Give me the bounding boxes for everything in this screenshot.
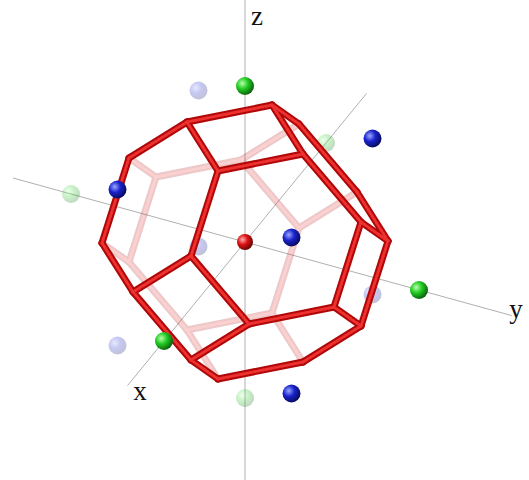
polyhedron-edge — [357, 192, 388, 241]
polyhedron-edge — [133, 256, 191, 292]
polyhedron-edge-texture — [187, 105, 272, 122]
polyhedron-edge — [187, 105, 272, 122]
red-sphere — [237, 234, 253, 250]
polyhedron-edge — [102, 243, 133, 292]
green-sphere — [62, 185, 80, 203]
blue-sphere — [109, 181, 127, 199]
polyhedron-edge-texture — [361, 241, 388, 326]
axis-line — [128, 94, 367, 386]
polyhedron-edge-texture — [272, 105, 299, 124]
polyhedron-edge — [129, 177, 156, 262]
polyhedron-edge — [129, 122, 187, 158]
polyhedron-edge — [191, 171, 218, 256]
axis-label: z — [251, 3, 263, 30]
polyhedron-edge-texture — [334, 307, 361, 326]
polyhedron-edge — [187, 122, 218, 171]
polyhedron-edge-texture — [191, 256, 249, 324]
axes — [13, 0, 512, 480]
polyhedron-edge-texture — [102, 158, 129, 243]
polyhedron-edge — [129, 158, 156, 177]
hidden-edges — [102, 124, 357, 379]
polyhedron-edge-texture — [218, 362, 303, 379]
polyhedron-edge — [272, 105, 299, 124]
polyhedron-edge — [191, 324, 249, 360]
polyhedron-edge — [303, 326, 361, 362]
polyhedron-edge — [249, 307, 334, 324]
polyhedron-edge — [218, 362, 303, 379]
polyhedron-edge-texture — [241, 160, 299, 228]
polyhedron-edge-texture — [191, 171, 218, 256]
polyhedron-edge-texture — [334, 222, 361, 307]
blue-sphere — [109, 337, 127, 355]
green-sphere — [236, 389, 254, 407]
blue-sphere — [283, 229, 301, 247]
polyhedron-edge-texture — [187, 122, 218, 171]
blue-sphere — [283, 385, 301, 403]
polyhedron-edge-texture — [191, 324, 249, 360]
polyhedron-edge-texture — [357, 192, 388, 241]
axis-label: y — [509, 296, 523, 323]
blue-sphere — [364, 130, 382, 148]
polyhedron-edge-texture — [133, 256, 191, 292]
polyhedron-edge-texture — [191, 360, 218, 379]
polyhedron-edge-texture — [129, 158, 156, 177]
polyhedron-edge-texture — [102, 243, 133, 292]
polyhedron-edge-texture — [249, 307, 334, 324]
polyhedron-edge — [241, 160, 299, 228]
polyhedron-edge-texture — [303, 326, 361, 362]
polyhedron-edge — [334, 307, 361, 326]
polyhedron-edge-texture — [133, 292, 191, 360]
axis-label: x — [133, 378, 147, 405]
polyhedron-edge — [334, 222, 361, 307]
polyhedron-edge-texture — [218, 154, 303, 171]
green-sphere — [236, 77, 254, 95]
back-spheres — [62, 82, 382, 408]
polyhedron-edge — [133, 292, 191, 360]
polyhedron-edge-texture — [272, 105, 303, 154]
polyhedron-edge-texture — [361, 222, 388, 241]
polyhedron-edge — [272, 105, 303, 154]
green-sphere — [410, 281, 428, 299]
polyhedron-edge-texture — [129, 177, 156, 262]
polyhedron-edge — [191, 360, 218, 379]
front-spheres — [109, 77, 429, 403]
polyhedron-edge — [191, 256, 249, 324]
green-sphere — [155, 332, 173, 350]
center-sphere — [237, 234, 253, 250]
polyhedron-edge — [102, 158, 129, 243]
blue-sphere — [190, 82, 208, 100]
polyhedron-edge — [361, 241, 388, 326]
axis-line — [13, 178, 512, 316]
polyhedron-edge-texture — [129, 122, 187, 158]
polyhedron-edge-texture — [299, 124, 357, 192]
visible-edges — [102, 105, 388, 379]
polyhedron-edge — [218, 154, 303, 171]
